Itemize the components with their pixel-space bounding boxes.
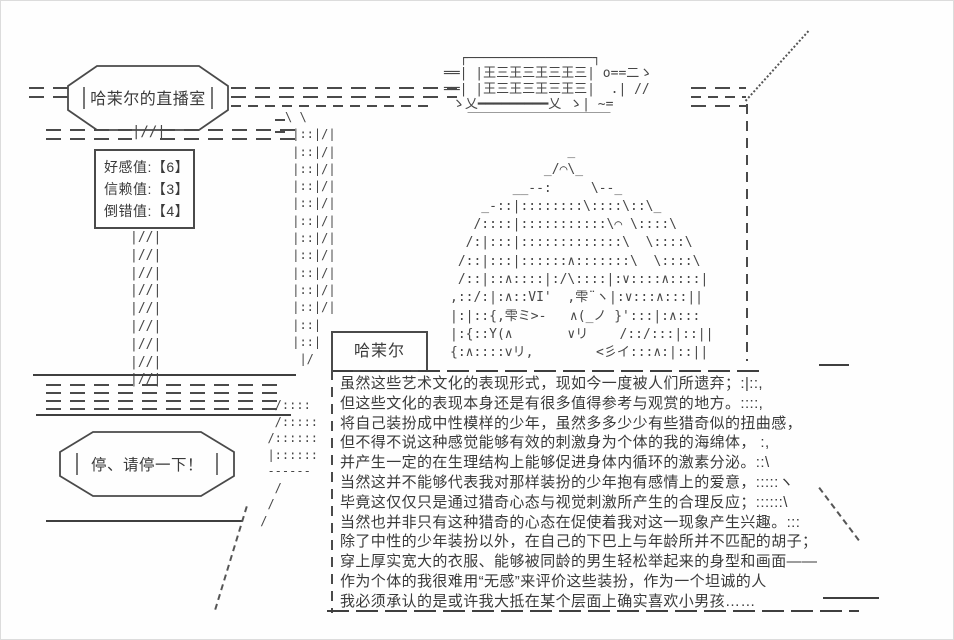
ground-dash-line [46, 392, 286, 394]
wire-line [691, 96, 746, 98]
stray-line [823, 597, 879, 599]
wire-line [160, 138, 302, 140]
wire-line [29, 87, 76, 89]
character-art: _ _/⌒\_ __--: \--_ _-::|::::::::\::::\::… [450, 144, 714, 361]
wire-line [691, 87, 746, 89]
utility-pole-right: \ \ |::|/| |::|/| |::|/| |::|/| |::|/| |… [285, 110, 336, 367]
dialog-box-bottom-border [327, 610, 859, 612]
stop-bubble-outline [59, 431, 235, 497]
diagonal-wire [744, 30, 810, 102]
stop-bubble: 停、请停一下！ [59, 431, 235, 497]
ground-line [33, 374, 296, 376]
sign-bubble-label: 哈茉尔的直播室 [90, 90, 206, 108]
stat-perversion: 倒错值:【4】 [104, 203, 190, 219]
stat-trust: 信赖值:【3】 [104, 181, 190, 197]
wire-line [275, 119, 290, 121]
dialog-box-top-border [331, 370, 759, 372]
wire-line [160, 129, 302, 131]
ground-dash-line [46, 408, 286, 410]
speaker-name: 哈茉尔 [353, 343, 405, 360]
pole-crossarm-marker: |//| [132, 124, 166, 140]
wire-line [231, 87, 457, 89]
sign-bubble: 哈茉尔的直播室 [67, 65, 229, 131]
ground-dash-line [46, 400, 286, 402]
speaker-name-box: 哈茉尔 [331, 331, 428, 372]
ground-dash-line [46, 384, 286, 386]
wire-line [46, 129, 132, 131]
wire-line [275, 131, 290, 133]
stray-line [819, 364, 849, 366]
pole-vertical-line [746, 104, 748, 361]
wire-line [691, 105, 746, 107]
dialog-text: 虽然这些艺术文化的表现形式，现如今一度被人们所遗弃；:|::, 但这些文化的表现… [340, 375, 818, 610]
ground-line [46, 520, 242, 522]
wire-line [231, 105, 431, 107]
utility-pole-left: |//| |//| |//| |//| |//| |//| |//| |//| … [130, 230, 162, 388]
wire-line [231, 96, 457, 98]
wire-line [29, 96, 76, 98]
ground-line [36, 414, 291, 416]
wire-line [46, 138, 132, 140]
road-edge-art: /:::: /::::: /:::::: |:::::: ------ / / … [260, 398, 319, 528]
dialog-box-left-border [331, 370, 333, 613]
stats-box: 好感值:【6】 信赖值:【3】 倒错值:【4】 [94, 149, 195, 229]
stat-favorability: 好感值:【6】 [104, 159, 190, 175]
overhead-sign-art: ┌────────────────┐ ══| |王三王三王三王三| o==二ゝ … [444, 51, 653, 128]
stop-bubble-label: 停、请停一下！ [91, 456, 203, 474]
